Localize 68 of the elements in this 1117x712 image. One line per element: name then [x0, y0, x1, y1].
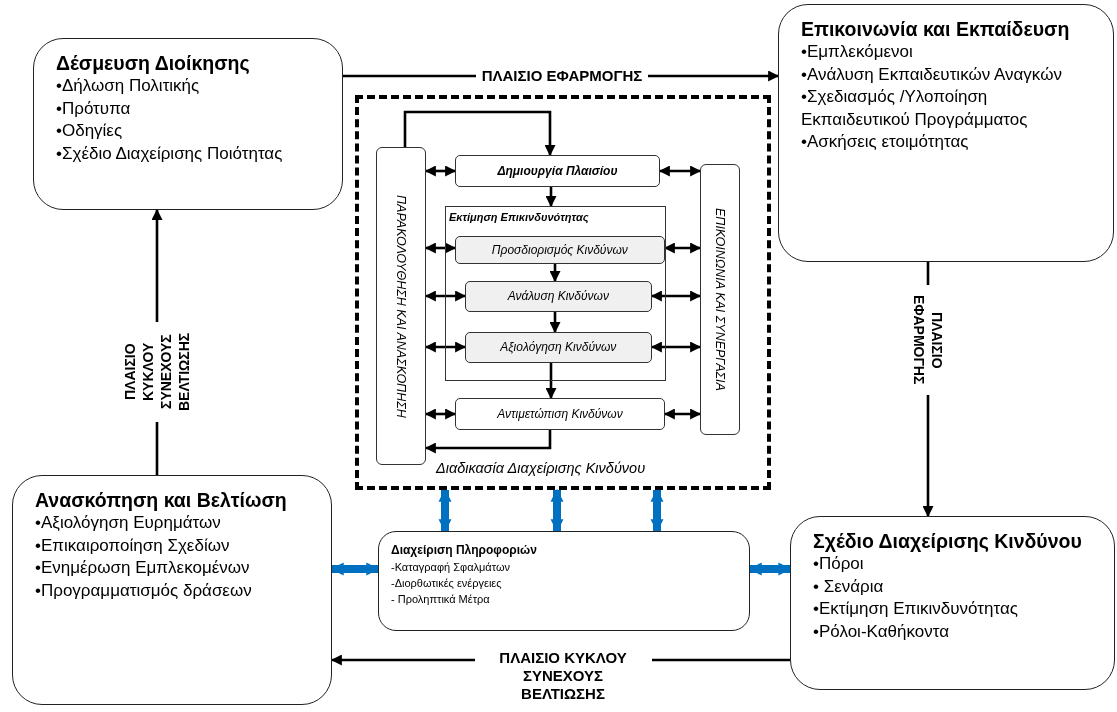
bullet-item: •Εμπλεκόμενοι [801, 41, 914, 63]
rounded-card [790, 516, 1115, 690]
card-heading: Δέσμευση Διοίκησης [56, 51, 251, 75]
bullet-item: •Αξιολόγηση Ευρημάτων [35, 512, 222, 534]
double-arrow [663, 408, 702, 420]
bullet-item: -Διορθωτικές ενέργειες [391, 576, 503, 591]
double-arrow [424, 408, 457, 420]
process-box [464, 331, 652, 363]
bullet-item: •Ενημέρωση Εμπλεκομένων [35, 557, 251, 579]
bullet-item: •Σχέδιο Διαχείρισης Ποιότητας [56, 142, 284, 165]
double-arrow [650, 290, 702, 302]
double-arrow [650, 341, 702, 353]
vertical-label-box [376, 147, 426, 465]
box-label: Δημιουργία Πλαισίου [497, 164, 618, 178]
card-heading: Επικοινωνία και Εκπαίδευση [801, 17, 1071, 41]
box-label: Ανάλυση Κινδύνων [507, 289, 609, 304]
group-heading: Εκτίμηση Επικινδυνότητας [449, 211, 589, 223]
bullet-item: •Δήλωση Πολιτικής [56, 75, 201, 97]
double-arrow [424, 341, 467, 353]
bullet-item: •Πρότυπα [56, 97, 132, 120]
double-arrow [550, 488, 564, 533]
arrow [424, 430, 552, 454]
double-arrow [330, 562, 380, 576]
arrow [549, 264, 561, 283]
bullet-item: •Πόροι [813, 553, 865, 575]
rounded-card [378, 531, 750, 631]
bullet-item: -Καταγραφή Σφαλμάτων [391, 560, 511, 575]
process-box [464, 280, 652, 312]
double-arrow [663, 242, 702, 254]
group-box [445, 206, 666, 381]
box-label: Προσδιορισμός Κινδύνων [491, 242, 628, 257]
double-arrow [748, 562, 792, 576]
double-arrow [658, 165, 702, 177]
bullet-item: •Επικαιροποίηση Σχεδίων [35, 534, 231, 557]
box-label: ΕΠΙΚΟΙΝΩΝΙΑ ΚΑΙ ΣΥΝΕΡΓΑΣΙΑ [713, 208, 727, 391]
rounded-card [12, 475, 332, 705]
card-heading: Ανασκόπηση και Βελτίωση [35, 488, 288, 512]
arrow [549, 312, 561, 334]
rounded-card [33, 38, 343, 210]
process-box [455, 398, 665, 430]
card-heading: Σχέδιο Διαχείρισης Κινδύνου [813, 529, 1083, 553]
arrow [403, 110, 556, 157]
bullet-item: •Ανάλυση Εκπαιδευτικών Αναγκών [801, 63, 1063, 86]
bullet-item: •Ρόλοι-Καθήκοντα [813, 620, 950, 643]
bullet-item: • Σενάρια [813, 575, 885, 598]
process-box [454, 235, 665, 264]
frame-caption: Διαδικασία Διαχείρισης Κινδύνου [434, 460, 648, 476]
double-arrow [424, 242, 457, 254]
arrow [545, 187, 557, 208]
rounded-card [778, 4, 1114, 262]
double-arrow [650, 488, 664, 533]
bullet-item: •Εκτίμηση Επικινδυνότητας [813, 598, 1019, 620]
bullet-item: •Προγραμματισμός δράσεων [35, 579, 253, 602]
card-heading: Διαχείριση Πληροφοριών [391, 542, 538, 559]
arrow [545, 363, 557, 400]
double-arrow [424, 165, 457, 177]
bullet-item: •Ασκήσεις ετοιμότητας [801, 131, 970, 153]
bullet-item: •Οδηγίες [56, 120, 124, 142]
box-label: Αντιμετώπιση Κινδύνων [497, 407, 623, 421]
vertical-label-box [700, 164, 740, 435]
box-label: ΠΑΡΑΚΟΛΟΥΘΗΣΗ ΚΑΙ ΑΝΑΣΚΟΠΗΣΗ [394, 194, 408, 418]
bullet-item: •Σχεδιασμός /Υλοποίηση Εκπαιδευτικού Προγράμματος [801, 86, 1029, 131]
bullet-item: - Προληπτικά Μέτρα [391, 592, 491, 607]
double-arrow [438, 488, 452, 533]
box-label: Αξιολόγηση Κινδύνων [500, 340, 617, 355]
double-arrow [424, 290, 467, 302]
process-box [455, 155, 660, 187]
dashed-frame [355, 95, 771, 490]
